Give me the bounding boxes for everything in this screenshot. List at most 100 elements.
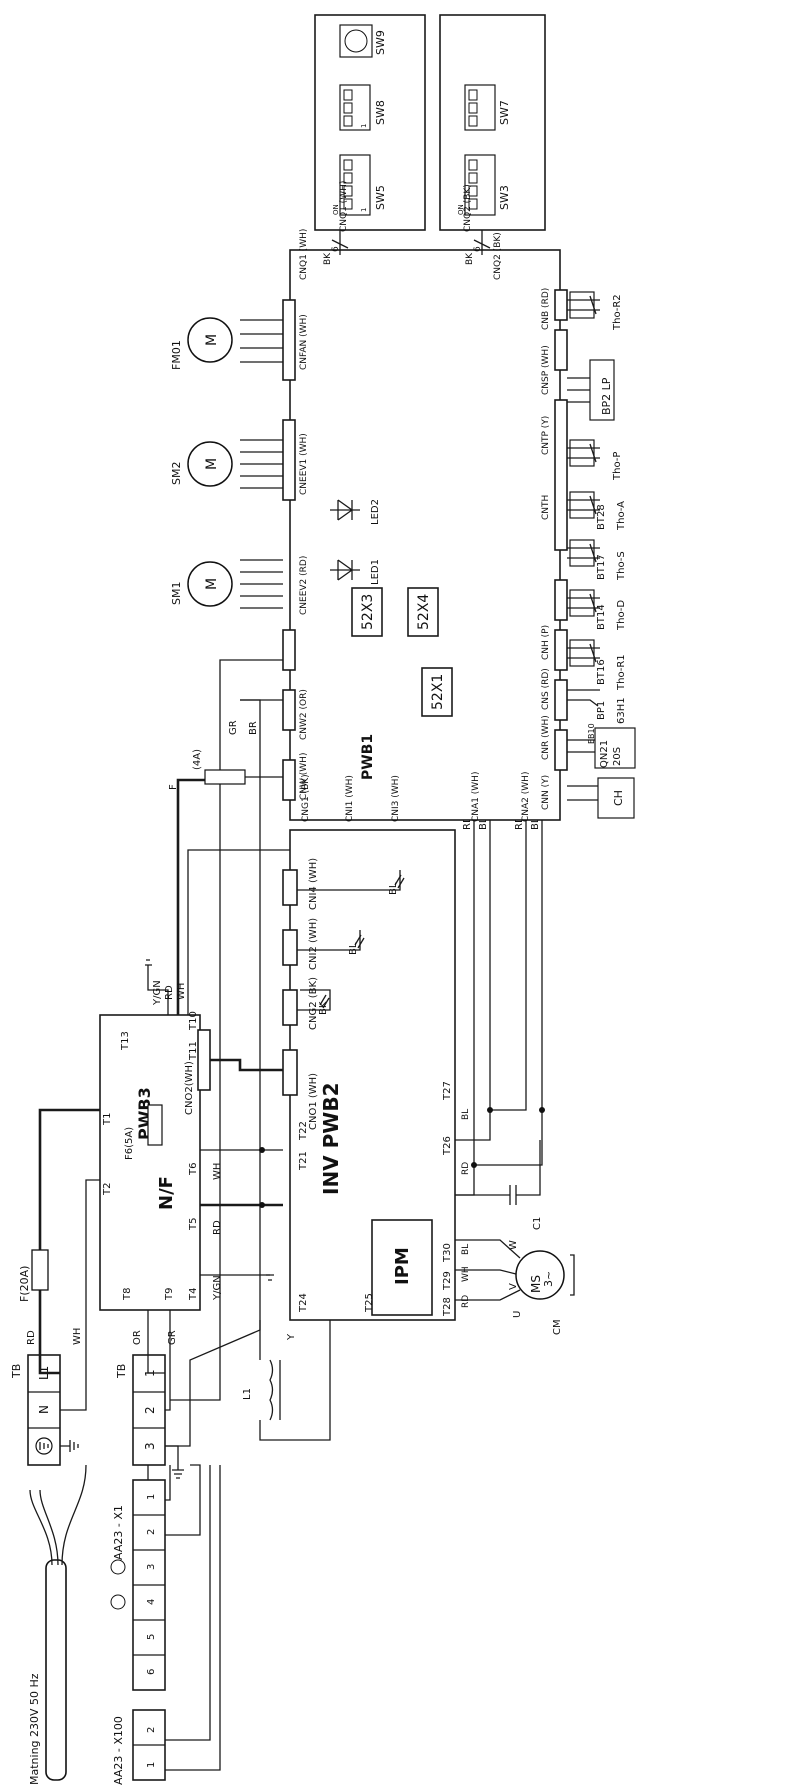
sw3-on: ON [457,204,465,215]
relay-52x4-label: 52X4 [416,594,432,630]
pwb3-t13: T13 [120,1031,131,1051]
sensor-bt16: BT16 [596,659,607,685]
pwb1-cnw: CNW (WH) [299,753,309,800]
fuse-main-label: F(20A) [18,1266,31,1302]
pwb1-cnn: CNN (Y) [541,775,551,810]
board2-cable-count: 6 [473,246,483,252]
wire-color-rd-6: RD [461,1162,471,1175]
wire-color-gr-2: GR [228,720,239,735]
inv-title: INV PWB2 [319,1083,343,1196]
inv-t29: T29 [442,1271,453,1291]
relay-52x3-label: 52X3 [360,594,376,630]
sw5-label: SW5 [374,185,387,210]
switch-board-2: SW7 SW3 ON CNQ2 (BK) 6 BK [439,14,546,265]
sw5-pin-1: 1 [360,208,368,212]
sw8-pin-1: 1 [360,124,368,128]
tb2-terminal-3: 3 [143,1442,157,1450]
pwb3-t10: T10 [188,1011,199,1031]
wire-color-rd: RD [26,1330,37,1345]
pwb1-cneev2: CNEEV2 (RD) [299,556,309,615]
fm01-name: FM01 [170,340,183,370]
wire-color-br: BR [248,721,259,735]
pwb3-board: N/F PWB3 F6(5A) CNO2(WH) T1 T2 T4 T5 T6 … [99,778,300,1311]
relay-52x1 [421,667,453,717]
fuse-fan-label: F [168,784,179,790]
inv-cni2: CNI2 (WH) [308,918,319,970]
pwb1-cneev1: CNEEV1 (WH) [299,433,309,495]
sensor-tho-p: Tho-P [612,452,623,481]
pwb3-t6: T6 [188,1163,199,1176]
sw7-label: SW7 [498,100,511,125]
inv-cng2: CNG2 (BK) [308,977,319,1030]
inv-t24: T24 [298,1293,309,1313]
wire-color-bl-3: BL [478,817,489,830]
sensor-bp2-lp: BP2 LP [600,377,613,415]
wire-color-rd-3: RD [212,1220,223,1235]
load-eb10: EB10 [587,723,596,744]
inv-t28: T28 [442,1297,453,1317]
sw9-label: SW9 [374,30,387,55]
sw5-on: ON [332,204,340,215]
inv-pwb1-wiring: BK BL BL RD BL RD BL C1 RD BL [297,815,545,1230]
wire-color-gr: GR [167,1330,178,1345]
pwb1-cnfan: CNFAN (WH) [299,314,309,370]
led2-label: LED2 [370,499,381,525]
ipm-module [371,1219,433,1316]
reactor-l1: L1 Y [242,1320,331,1441]
sensor-tho-a: Tho-A [616,501,627,531]
pwb1-cnr: CNR (WH) [541,715,551,760]
pwb3-title: N/F [156,1176,177,1210]
pwb1-board: PWB1 52X3 52X4 52X1 LED2 LED1 CNW (WH) C… [282,229,568,822]
phase-u: U [512,1311,523,1318]
sensor-bt28: BT28 [596,504,607,530]
pwb1-cntp: CNTP (Y) [541,416,551,455]
reactor-label: L1 [242,1388,253,1400]
motor-phase: 3~ [542,1271,555,1287]
sm2-name: SM2 [170,462,183,485]
sensor-tho-s: Tho-S [616,551,627,581]
supply-label: Matning 230V 50 Hz [28,1673,41,1785]
bk-cable-mark [319,994,330,1009]
sensor-tho-d: Tho-D [616,600,627,631]
wire-color-ygn-2: Y/GN [212,1275,223,1301]
inv-pwb2-board: INV PWB2 IPM CNO1 (WH) CNG2 (BK) CNI2 (W… [282,829,456,1321]
sensors: Tho-R2 BP2 LP Tho-P BT28 Tho-A BT17 Tho-… [567,291,627,724]
connector-aa23-x1: 1 2 3 4 5 6 AA23 - X1 [110,1479,166,1691]
wire-color-rd-4: RD [462,815,473,830]
tb1-name: TB [10,1364,23,1379]
x1-pin-3: 3 [146,1564,157,1570]
compressor-motor-icon [515,1250,565,1300]
loads: QN21 20S EB10 CH [567,723,636,819]
inv-cni4: CNI4 (WH) [308,858,319,910]
switch-board-1: SW9 SW8 1 SW5 ON 1 CNQ1 (WH) 6 BK [314,14,426,265]
phase-w: W [508,1240,519,1250]
load-ch: CH [612,790,625,806]
pwb1-name: PWB1 [360,734,376,780]
earth-icon [60,1440,79,1452]
x1-pin-6: 6 [146,1669,157,1675]
pwb3-t4: T4 [188,1288,199,1301]
relay-52x3 [351,587,383,637]
led1-label: LED1 [370,559,381,585]
ipm-label: IPM [392,1247,413,1285]
pwb3-t9: T9 [164,1288,175,1301]
fuse-pwb3-label: F6(5A) [124,1127,135,1160]
pwb1-cnq1: CNQ1 (WH) [299,229,309,280]
pwb3-t11: T11 [188,1041,199,1061]
wire-color-ygn: Y/GN [152,980,163,1006]
pwb1-cnth: CNTH [541,495,551,520]
earth-icon-3 [110,1559,126,1575]
wire-color-rd-7: RD [461,1295,471,1308]
wire-color-wh-2: WH [176,983,187,1000]
wire-color-wh-4: WH [461,1266,471,1282]
x100-pin-2: 2 [146,1727,157,1733]
pwb3-t1: T1 [102,1113,113,1126]
bl-cable-mark-1 [354,934,365,949]
pwb1-cnb: CNB (RD) [541,288,551,330]
tb2-terminal-2: 2 [143,1406,157,1414]
x1-pin-1: 1 [146,1494,157,1500]
pwb1-cns: CNS (RD) [541,668,551,710]
